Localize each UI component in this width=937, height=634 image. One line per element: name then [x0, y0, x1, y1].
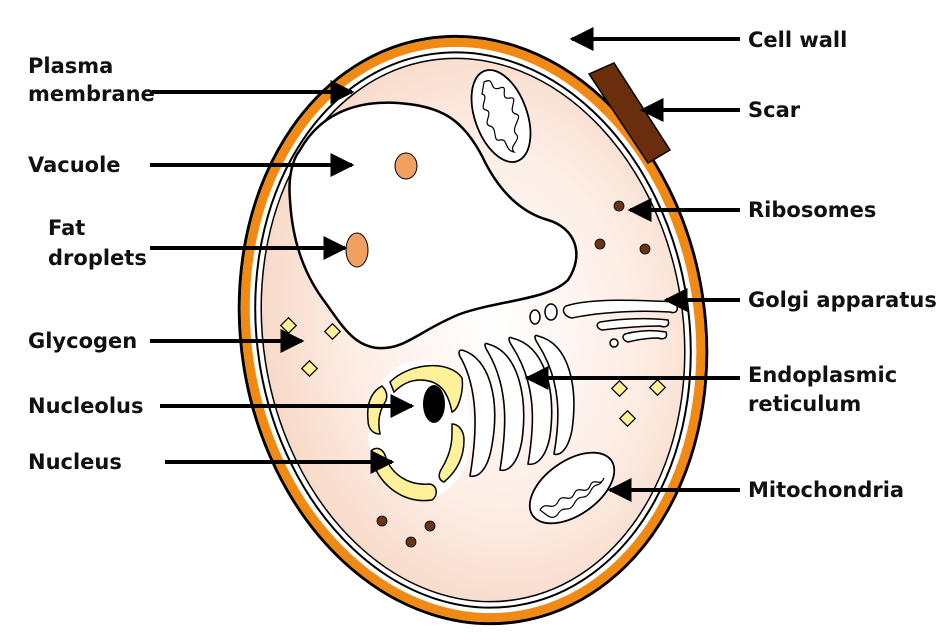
ribosome: [640, 244, 650, 254]
label-plasma-membrane-line1: Plasma: [28, 54, 113, 78]
label-scar: Scar: [748, 98, 801, 122]
label-plasma-membrane-line2: membrane: [28, 82, 155, 106]
label-mitochondria: Mitochondria: [748, 478, 904, 502]
fat-droplet: [346, 233, 368, 267]
nucleus: [368, 360, 472, 501]
label-glycogen: Glycogen: [28, 329, 137, 353]
label-endoplasmic-reticulum-line1: Endoplasmic: [748, 363, 897, 387]
nucleolus: [423, 385, 445, 423]
label-fat-droplets-line2: droplets: [48, 246, 147, 270]
label-cell-wall: Cell wall: [748, 28, 847, 52]
ribosome: [377, 516, 387, 526]
label-fat-droplets-line1: Fat: [48, 216, 85, 240]
label-ribosomes: Ribosomes: [748, 198, 876, 222]
ribosome: [425, 521, 435, 531]
ribosome: [406, 537, 416, 547]
label-nucleolus: Nucleolus: [28, 394, 144, 418]
label-nucleus: Nucleus: [28, 450, 122, 474]
label-golgi-apparatus: Golgi apparatus: [748, 288, 937, 312]
fat-droplet: [395, 153, 417, 179]
ribosome: [595, 239, 605, 249]
label-vacuole: Vacuole: [28, 153, 121, 177]
label-endoplasmic-reticulum-line2: reticulum: [748, 392, 861, 416]
ribosome: [614, 201, 624, 211]
